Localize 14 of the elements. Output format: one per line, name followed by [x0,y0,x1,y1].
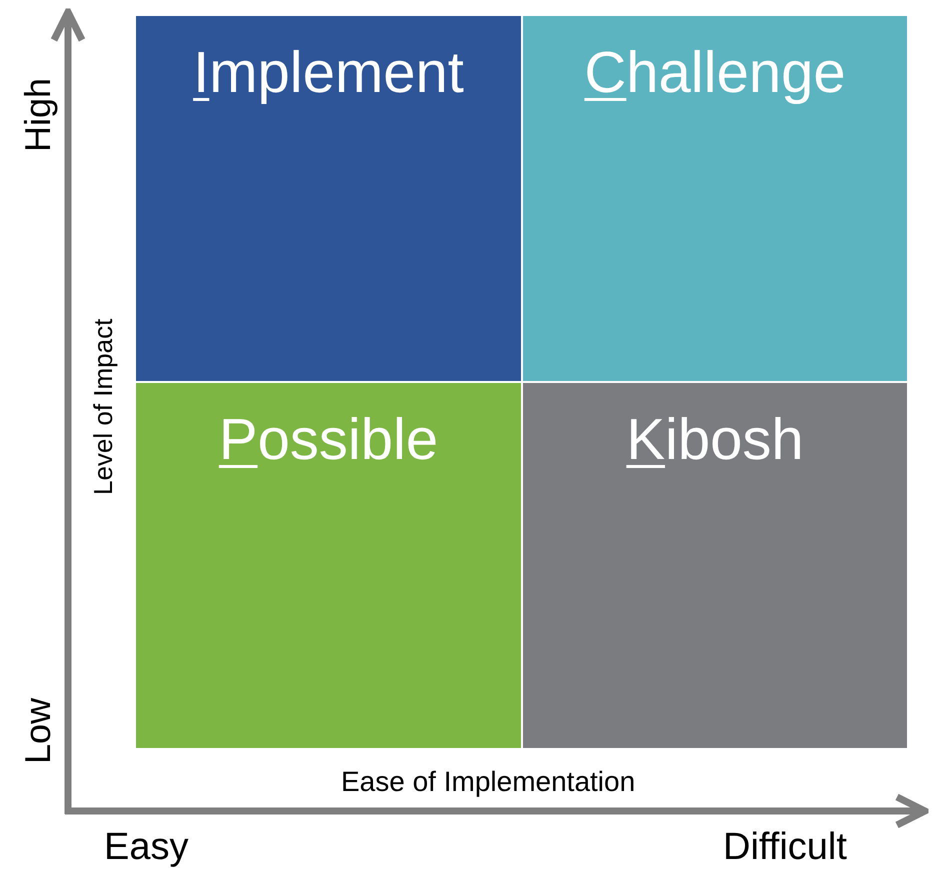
axis-end-label: Difficult [723,828,847,866]
quadrant-panel [523,16,907,381]
axis-end-label: Low [20,698,56,764]
quadrant-title: Kibosh [625,406,805,474]
axis-end-label: High [20,78,56,152]
quadrant-panel [136,383,521,748]
quadrant-title: Implement [192,39,465,107]
quadrant-panel [136,16,521,381]
quadrant-title: Challenge [583,39,847,107]
quadrant-panel [523,383,907,748]
axis-title: Level of Impact [90,318,116,495]
quadrant-title: Possible [218,406,440,474]
axis-title: Ease of Implementation [341,768,636,796]
axis-end-label: Easy [104,828,188,866]
